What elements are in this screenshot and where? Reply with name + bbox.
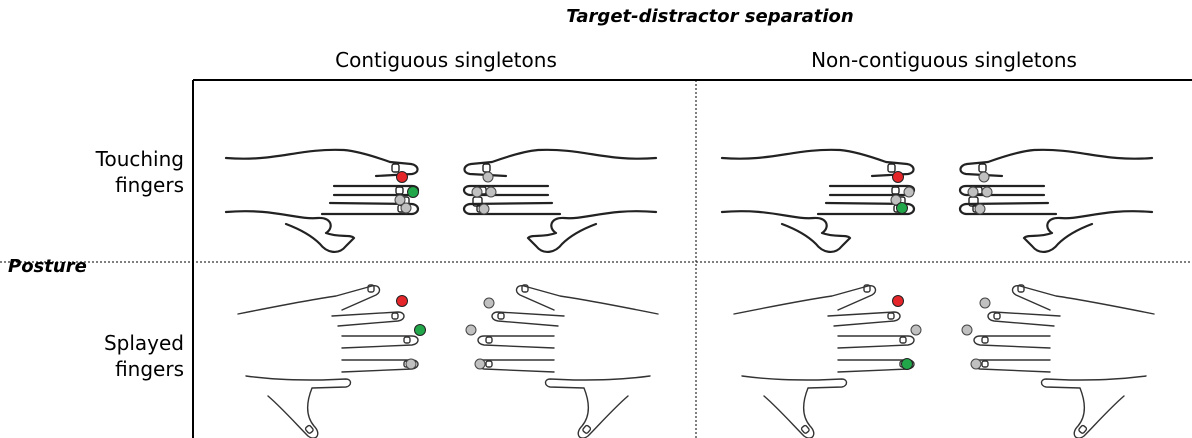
filler-dot [474, 358, 486, 370]
right-hand-splayed [973, 284, 1155, 438]
row-label-splayed: Splayed fingers [14, 330, 184, 382]
filler-dot [465, 324, 477, 336]
table-frame [0, 79, 1192, 438]
filler-dot [400, 202, 412, 214]
filler-dot [903, 186, 915, 198]
left-hand-touching [720, 148, 916, 254]
cell-touching-non-contiguous [720, 148, 1154, 254]
main-title: Target-distractor separation [566, 6, 854, 27]
column-header-non-contiguous: Non-contiguous singletons [811, 48, 1077, 72]
row-label-splayed-line2: fingers [115, 357, 184, 381]
distractor-dot [892, 171, 904, 183]
posture-label: Posture [8, 256, 87, 277]
filler-dot [981, 186, 993, 198]
filler-dot [478, 203, 490, 215]
filler-dot [482, 171, 494, 183]
cell-touching-contiguous [224, 148, 658, 254]
distractor-dot [396, 171, 408, 183]
filler-dot [978, 171, 990, 183]
row-label-touching-line2: fingers [115, 173, 184, 197]
target-dot [407, 186, 419, 198]
filler-dot [471, 186, 483, 198]
filler-dot [483, 297, 495, 309]
left-hand-touching [224, 148, 420, 254]
cell-splayed-non-contiguous [733, 284, 1155, 438]
right-hand-touching [462, 148, 658, 254]
right-hand-touching [958, 148, 1154, 254]
distractor-dot [892, 295, 904, 307]
column-header-contiguous: Contiguous singletons [335, 48, 557, 72]
filler-dot [970, 358, 982, 370]
right-hand-splayed [477, 284, 659, 438]
left-hand-splayed [733, 284, 915, 438]
row-label-splayed-line1: Splayed [103, 331, 184, 355]
target-dot [414, 324, 426, 336]
row-label-touching-line1: Touching [95, 147, 184, 171]
filler-dot [910, 324, 922, 336]
target-dot [901, 358, 913, 370]
target-dot [896, 202, 908, 214]
distractor-dot [396, 295, 408, 307]
left-hand-splayed [237, 284, 419, 438]
cell-splayed-contiguous [237, 284, 659, 438]
filler-dot [961, 324, 973, 336]
filler-dot [967, 186, 979, 198]
filler-dot [485, 186, 497, 198]
filler-dot [394, 194, 406, 206]
filler-dot [890, 194, 902, 206]
filler-dot [974, 203, 986, 215]
filler-dot [979, 297, 991, 309]
filler-dot [405, 358, 417, 370]
row-label-touching: Touching fingers [14, 146, 184, 198]
